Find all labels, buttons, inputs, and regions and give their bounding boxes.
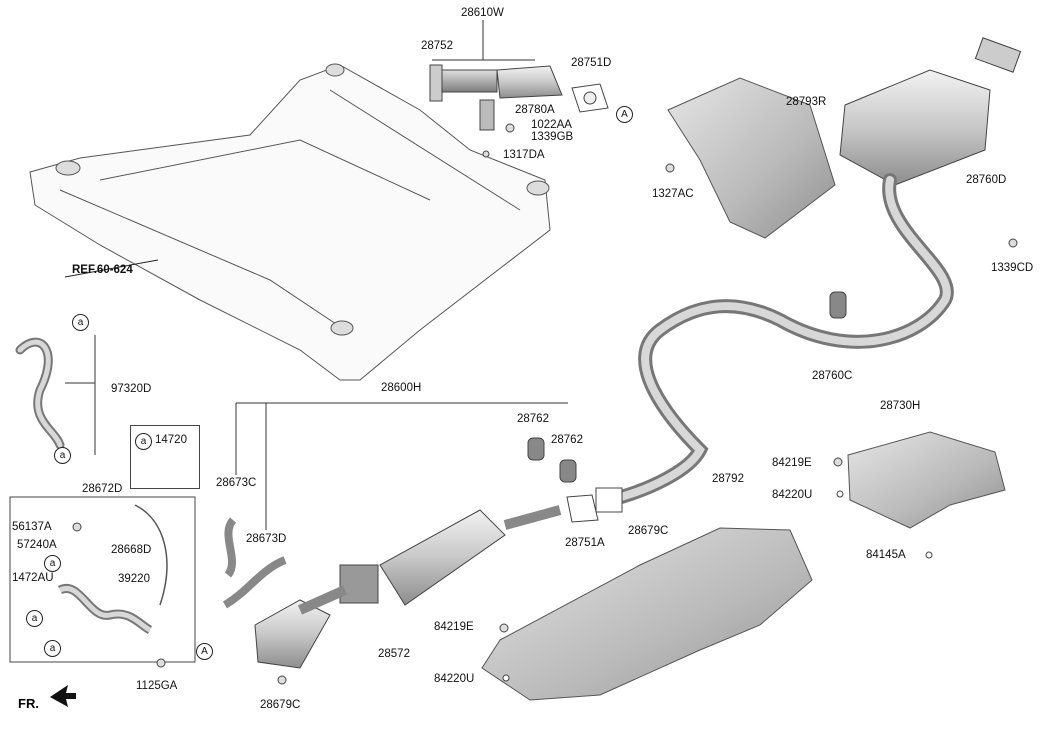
front-direction-label: FR. [18, 696, 39, 711]
label-28751d: 28751D [571, 57, 612, 69]
callout-A-1: A [616, 106, 633, 123]
heat-shield-rear [667, 77, 836, 239]
label-84220u-a: 84220U [772, 489, 813, 501]
callout-a-4: a [26, 610, 43, 627]
heat-shield-front [481, 527, 813, 701]
label-28760d: 28760D [966, 174, 1007, 186]
callout-a-3: a [44, 555, 61, 572]
front-flex-pipe [429, 64, 609, 158]
label-28751a: 28751A [565, 537, 605, 549]
label-14720: 14720 [155, 434, 187, 446]
callout-a-2: a [54, 447, 71, 464]
label-28752: 28752 [421, 40, 453, 52]
egr-assembly [57, 504, 168, 668]
label-84219e-a: 84219E [772, 457, 812, 469]
label-28730h: 28730H [880, 400, 921, 412]
legend-box: a 14720 [130, 425, 200, 489]
label-28679c-b: 28679C [260, 699, 301, 711]
label-1125ga: 1125GA [136, 680, 178, 692]
hose-28673d [222, 556, 287, 609]
label-39220: 39220 [118, 573, 150, 585]
label-28762-b: 28762 [551, 434, 583, 446]
parts-box-28672d [9, 496, 196, 663]
callout-a-1: a [72, 314, 89, 331]
label-84145a: 84145A [866, 549, 906, 561]
callout-a-legend: a [135, 433, 152, 450]
hose-28673c [224, 517, 237, 578]
label-28673d: 28673D [246, 533, 287, 545]
label-28572: 28572 [378, 648, 410, 660]
label-57240a: 57240A [17, 539, 57, 551]
label-1327ac: 1327AC [652, 188, 694, 200]
label-28600h: 28600H [381, 382, 422, 394]
label-1472au: 1472AU [12, 572, 54, 584]
label-84220u-b: 84220U [434, 673, 475, 685]
label-1317da: 1317DA [503, 149, 545, 161]
label-97320d: 97320D [111, 383, 152, 395]
label-1339cd: 1339CD [991, 262, 1034, 274]
label-28610w: 28610W [461, 7, 504, 19]
rear-muffler [595, 37, 1022, 513]
label-28668d: 28668D [111, 544, 152, 556]
label-28793r: 28793R [786, 96, 827, 108]
callout-a-5: a [44, 640, 61, 657]
label-84219e-b: 84219E [434, 621, 474, 633]
front-arrow-icon [50, 685, 76, 707]
label-ref: REF.60-624 [72, 264, 133, 276]
label-28762-a: 28762 [517, 413, 549, 425]
callout-A-2: A [196, 643, 213, 660]
center-muffler [254, 437, 599, 669]
label-1339gb: 1339GB [531, 131, 574, 143]
subframe [29, 63, 551, 381]
ref-leader [64, 259, 159, 278]
heat-shield-mid [847, 431, 1006, 529]
label-56137a: 56137A [12, 521, 52, 533]
label-1022aa: 1022AA [531, 119, 572, 131]
label-28792: 28792 [712, 473, 744, 485]
label-28672d: 28672D [82, 483, 123, 495]
label-28780a: 28780A [515, 104, 555, 116]
label-28760c: 28760C [812, 370, 853, 382]
label-28679c-a: 28679C [628, 525, 669, 537]
label-28673c: 28673C [216, 477, 257, 489]
